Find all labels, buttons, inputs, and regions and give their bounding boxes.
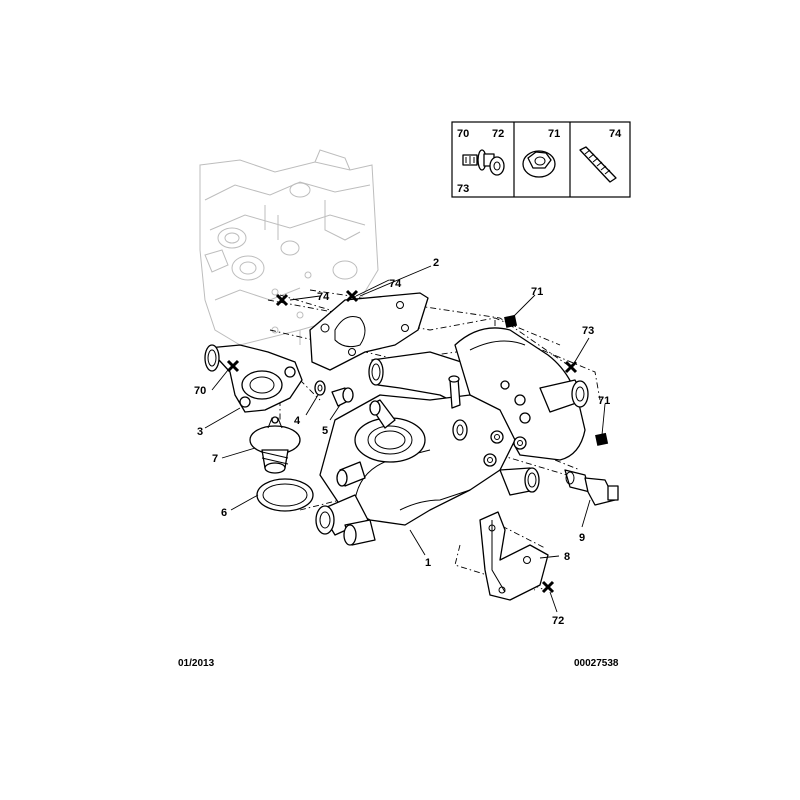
mounting-bracket-part — [479, 511, 549, 601]
callout-72: 72 — [552, 615, 564, 627]
footer-reference-number: 00027538 — [574, 658, 619, 669]
nut-marker-71a — [504, 314, 518, 328]
fastener-marker-70 — [226, 359, 240, 373]
callout-labels: 2 74 74 71 73 71 70 3 4 5 7 6 1 8 9 72 — [194, 257, 610, 627]
callout-7: 7 — [212, 453, 218, 465]
water-outlet-housing — [315, 327, 589, 546]
temperature-sensor-part — [564, 469, 619, 506]
fastener-marker-72 — [541, 580, 555, 594]
legend-box: 70 72 73 71 74 — [451, 121, 631, 198]
flange-nut-icon — [522, 150, 556, 178]
callout-73: 73 — [582, 325, 594, 337]
callout-6: 6 — [221, 507, 227, 519]
callout-74-top: 74 — [389, 278, 402, 290]
sealing-washer-part — [314, 380, 326, 396]
legend-code-71: 71 — [548, 128, 560, 140]
thermostat-part — [249, 416, 301, 474]
fastener-marker-73 — [564, 360, 578, 374]
fastener-marker-74b — [345, 289, 359, 303]
legend-code-70: 70 — [457, 128, 469, 140]
callout-70: 70 — [194, 385, 206, 397]
flange-bolt-icon — [462, 149, 505, 176]
fastener-marker-74a — [275, 293, 289, 307]
callout-71-top: 71 — [531, 286, 543, 298]
callout-9: 9 — [579, 532, 585, 544]
callout-5: 5 — [322, 425, 328, 437]
thermostat-cover-part — [204, 344, 303, 413]
callout-3: 3 — [197, 426, 203, 438]
callout-1: 1 — [425, 557, 431, 569]
o-ring-seal-part — [256, 478, 314, 512]
callout-74-left: 74 — [317, 291, 330, 303]
callout-2: 2 — [433, 257, 439, 269]
legend-code-74: 74 — [609, 128, 622, 140]
nut-marker-71b — [595, 432, 609, 446]
engine-block-ghost — [199, 149, 379, 355]
legend-code-73: 73 — [457, 183, 469, 195]
callout-4: 4 — [294, 415, 301, 427]
callout-71-right: 71 — [598, 395, 610, 407]
stud-icon — [579, 146, 617, 183]
leader-lines — [204, 265, 606, 613]
gasket-part — [309, 292, 429, 371]
legend-code-72: 72 — [492, 128, 504, 140]
callout-8: 8 — [564, 551, 570, 563]
footer-date: 01/2013 — [178, 658, 215, 669]
bleed-screw-part — [331, 387, 354, 407]
